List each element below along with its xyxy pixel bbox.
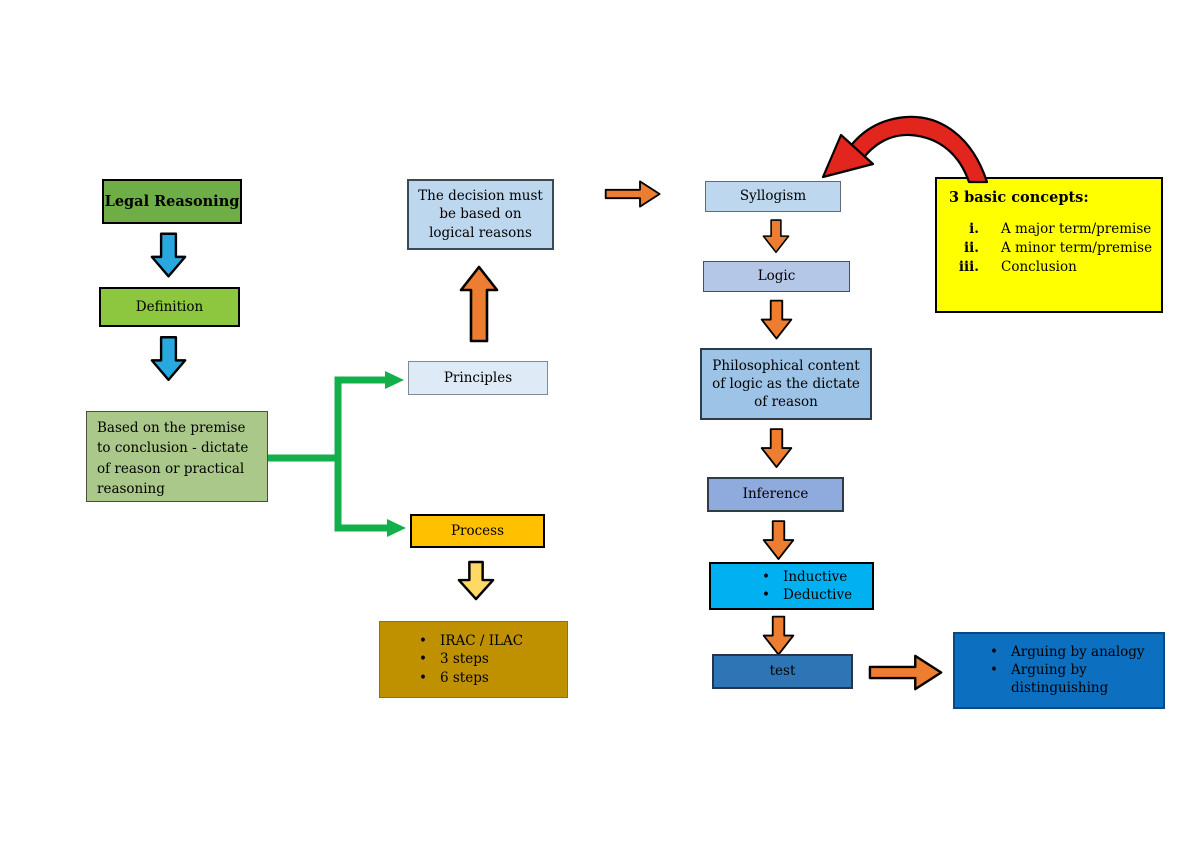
reasoning-types-box: • Inductive • Deductive bbox=[709, 562, 874, 610]
concept-item: ii. A minor term/premise bbox=[964, 239, 1153, 256]
process-box: Process bbox=[410, 514, 545, 548]
arguing-box: • Arguing by analogy • Arguing by distin… bbox=[953, 632, 1165, 709]
reasoning-type-item: • Deductive bbox=[749, 586, 872, 604]
reasoning-type-item: • Inductive bbox=[749, 568, 872, 586]
arguing-item: • Arguing by analogy bbox=[977, 643, 1163, 661]
irac-item: • 3 steps bbox=[406, 650, 567, 668]
right-arrow-decision-to-syllogism bbox=[604, 180, 661, 208]
down-arrow-syllogism-to-logic bbox=[762, 219, 790, 254]
bullet-icon: • bbox=[419, 669, 427, 686]
definition-box: Definition bbox=[99, 287, 240, 327]
red-curved-arrow-concepts-to-syllogism bbox=[821, 115, 989, 184]
irac-item: • IRAC / ILAC bbox=[406, 632, 567, 650]
down-arrow-types-to-test bbox=[762, 615, 795, 656]
legal-reasoning-box: Legal Reasoning bbox=[102, 179, 242, 224]
bullet-icon: • bbox=[762, 568, 770, 585]
down-arrow-legal-to-definition bbox=[150, 232, 187, 278]
philosophical-content-box: Philosophical content of logic as the di… bbox=[700, 348, 872, 420]
down-arrow-process-to-irac bbox=[457, 560, 495, 601]
up-arrow-principles-to-decision bbox=[459, 265, 499, 343]
green-branch-connector bbox=[268, 371, 406, 537]
principles-box: Principles bbox=[408, 361, 548, 395]
down-arrow-logic-to-philosophical bbox=[760, 299, 793, 340]
irac-item: • 6 steps bbox=[406, 669, 567, 687]
test-box: test bbox=[712, 654, 853, 689]
bullet-icon: • bbox=[990, 662, 998, 679]
three-basic-concepts-box: 3 basic concepts: i. A major term/premis… bbox=[935, 177, 1163, 313]
down-arrow-definition-to-premise bbox=[150, 336, 187, 382]
logic-box: Logic bbox=[703, 261, 850, 292]
down-arrow-inference-to-types bbox=[762, 520, 795, 560]
irac-box: • IRAC / ILAC • 3 steps • 6 steps bbox=[379, 621, 568, 698]
decision-box: The decision must be based on logical re… bbox=[407, 179, 554, 250]
arguing-item: • Arguing by distinguishing bbox=[977, 661, 1163, 697]
right-arrow-test-to-arguing bbox=[868, 654, 943, 691]
premise-box: Based on the premise to conclusion - dic… bbox=[86, 411, 268, 502]
bullet-icon: • bbox=[419, 651, 427, 668]
concept-item: i. A major term/premise bbox=[969, 220, 1152, 237]
inference-box: Inference bbox=[707, 477, 844, 512]
down-arrow-philosophical-to-inference bbox=[760, 428, 793, 468]
syllogism-box: Syllogism bbox=[705, 181, 841, 212]
bullet-icon: • bbox=[762, 587, 770, 603]
bullet-icon: • bbox=[419, 633, 427, 650]
bullet-icon: • bbox=[990, 644, 998, 660]
concept-item: iii. Conclusion bbox=[958, 259, 1077, 275]
concepts-title: 3 basic concepts: bbox=[949, 189, 1089, 206]
